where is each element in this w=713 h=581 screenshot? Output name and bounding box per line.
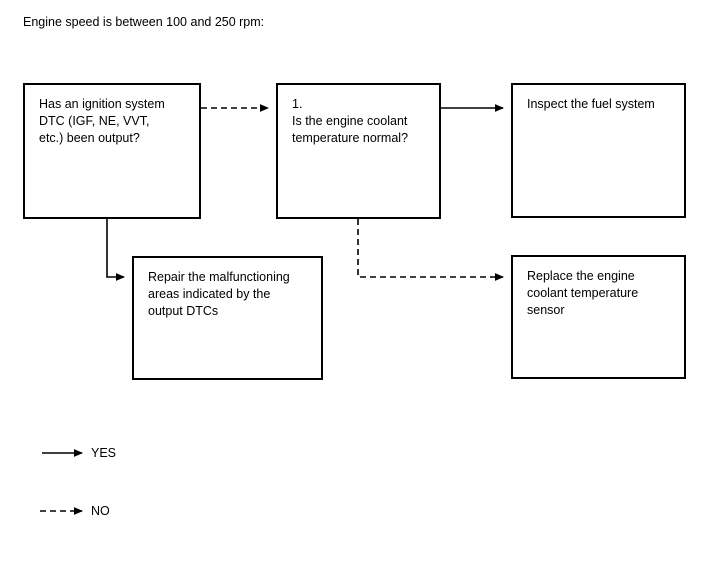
legend-no-label: NO (91, 504, 110, 518)
legend-yes-label: YES (91, 446, 117, 460)
node-coolant-temperature-normal-label: 1. Is the engine coolant temperature nor… (292, 97, 409, 145)
node-coolant-temperature-normal[interactable]: 1. Is the engine coolant temperature nor… (276, 83, 441, 219)
edge-coolant-to-replace (357, 219, 504, 281)
node-inspect-fuel-system[interactable]: Inspect the fuel system (511, 83, 686, 218)
edge-dtc-to-repair (106, 219, 125, 281)
page-title: Engine speed is between 100 and 250 rpm: (23, 15, 265, 29)
node-repair-malfunctioning-areas[interactable]: Repair the malfunctioning areas indicate… (132, 256, 323, 380)
node-replace-coolant-sensor-label: Replace the engine coolant temperature s… (527, 269, 639, 317)
node-replace-coolant-sensor[interactable]: Replace the engine coolant temperature s… (511, 255, 686, 379)
node-has-ignition-dtc-label: Has an ignition system DTC (IGF, NE, VVT… (39, 97, 165, 145)
node-repair-malfunctioning-areas-label: Repair the malfunctioning areas indicate… (148, 270, 290, 318)
node-has-ignition-dtc[interactable]: Has an ignition system DTC (IGF, NE, VVT… (23, 83, 201, 219)
node-inspect-fuel-system-label: Inspect the fuel system (527, 97, 655, 111)
